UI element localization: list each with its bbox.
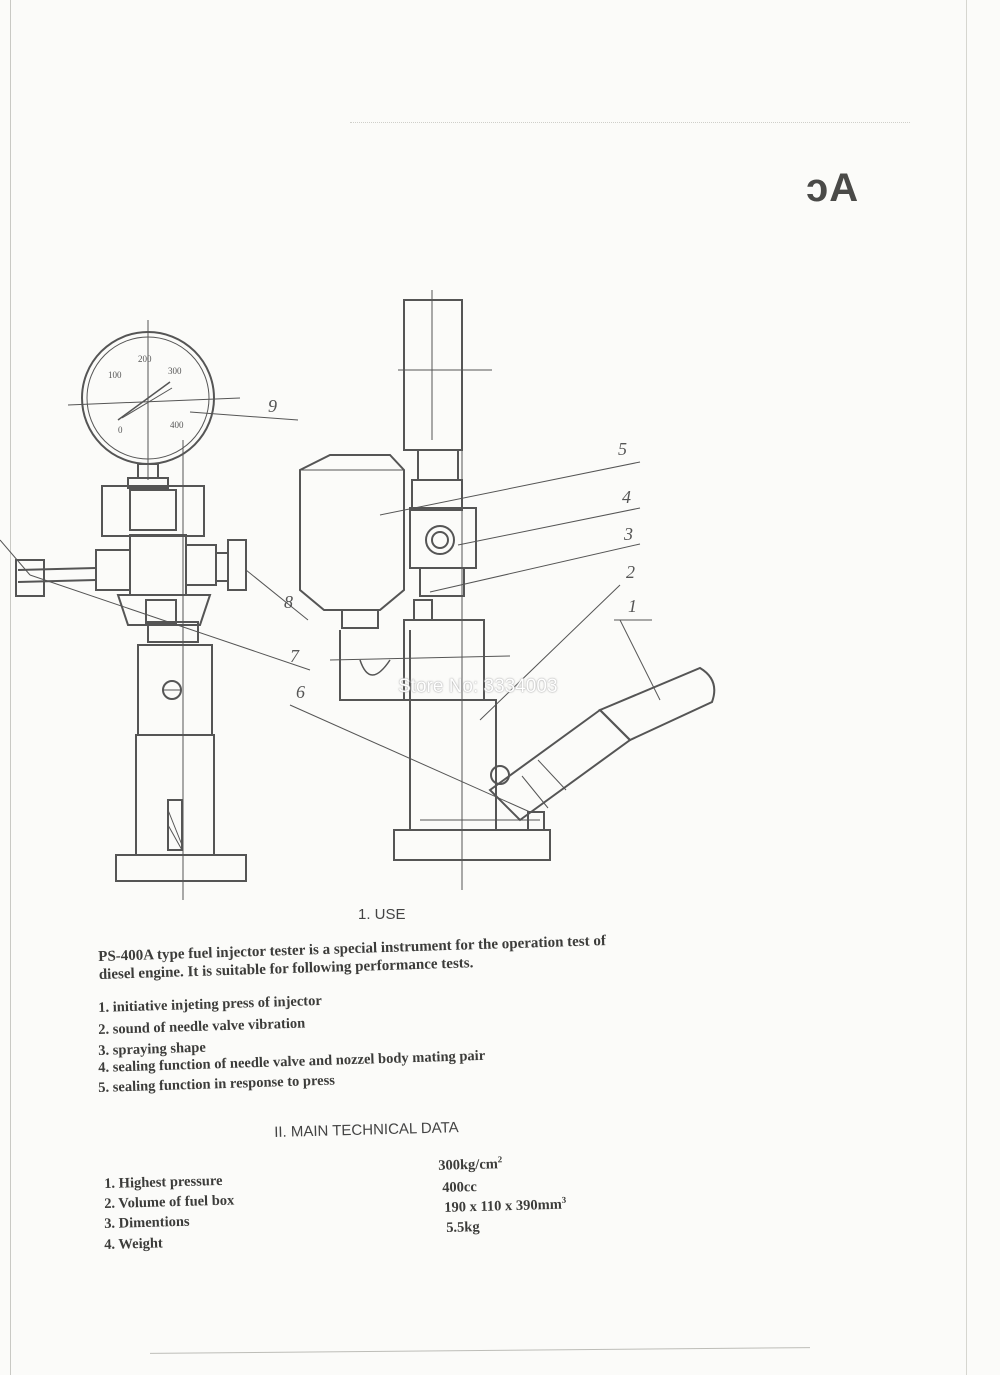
use-item-text: sealing function in response to press (112, 1072, 336, 1096)
callout-8: 8 (284, 592, 293, 612)
callout-1: 1 (628, 596, 637, 616)
faint-scan-line (350, 122, 910, 129)
tech-row-value: 400cc (442, 1179, 478, 1196)
tech-row-label: 1. Highest pressure (104, 1172, 223, 1192)
callout-5: 5 (618, 439, 627, 459)
injector-tester-drawing: 0 100 200 300 400 9 5 4 3 2 1 8 7 6 (0, 290, 716, 900)
callout-3: 3 (623, 524, 633, 544)
tech-row-value: 300kg/cm2 (438, 1154, 503, 1174)
use-intro: PS-400A type fuel injector tester is a s… (98, 932, 607, 984)
tech-row-label: 3. Dimentions (104, 1213, 190, 1232)
use-item-text: spraying shape (112, 1039, 207, 1059)
tech-row-label: 4. Weight (104, 1235, 163, 1253)
gauge-tick-300: 300 (168, 366, 182, 376)
page-edge-right (966, 0, 967, 1375)
title-fragment: ɔA (806, 166, 860, 210)
use-item: 5. sealing function in response to press (98, 1072, 336, 1096)
callout-4: 4 (622, 487, 631, 507)
gauge-tick-400: 400 (170, 420, 184, 430)
tech-row-value: 190 x 110 x 390mm3 (444, 1194, 567, 1216)
store-watermark: Store No: 3334003 (398, 676, 558, 697)
tech-row-label: 2. Volume of fuel box (104, 1192, 235, 1212)
callout-7: 7 (290, 646, 300, 666)
tech-row-value: 5.5kg (446, 1219, 480, 1236)
callout-2: 2 (626, 562, 635, 582)
page-edge-left (10, 0, 11, 1375)
gauge-tick-0: 0 (118, 425, 123, 435)
callout-9: 9 (268, 396, 277, 416)
use-item-text: sound of needle valve vibration (112, 1015, 306, 1038)
gauge-tick-200: 200 (138, 354, 152, 364)
callout-6: 6 (296, 682, 305, 702)
use-heading: 1. USE (358, 906, 406, 923)
gauge-tick-100: 100 (108, 370, 122, 380)
tech-heading: II. MAIN TECHNICAL DATA (274, 1119, 459, 1141)
use-item-text: initiative injeting press of injector (112, 992, 323, 1016)
use-item: 2. sound of needle valve vibration (98, 1015, 306, 1038)
bottom-rule (150, 1347, 810, 1354)
fuel-tank (299, 454, 405, 611)
use-item: 1. initiative injeting press of injector (98, 992, 323, 1016)
